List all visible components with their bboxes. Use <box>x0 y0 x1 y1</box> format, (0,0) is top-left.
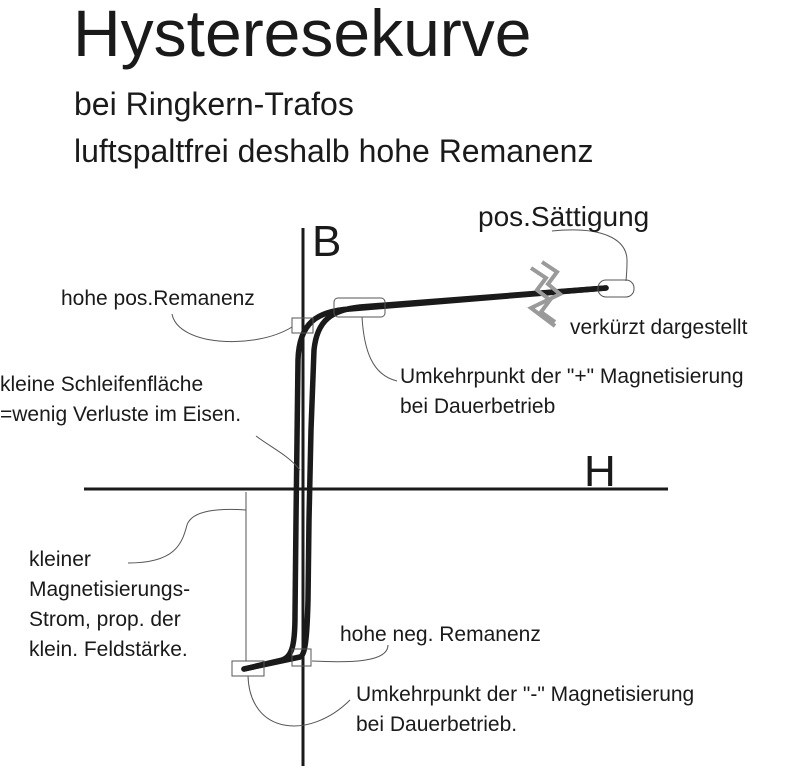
label-shortened: verkürzt dargestellt <box>570 316 748 339</box>
subtitle-line-1: bei Ringkern-Trafos <box>74 86 354 122</box>
label-high-pos-remanence: hohe pos.Remanenz <box>61 287 255 310</box>
leader-reversal-plus <box>361 316 398 382</box>
label-small-loop: kleine Schleifenfläche =wenig Verluste i… <box>0 370 241 430</box>
subtitle-line-2: luftspaltfrei deshalb hohe Remanenz <box>74 133 594 169</box>
label-pos-saturation: pos.Sättigung <box>478 201 650 232</box>
leader-reversal-minus <box>247 675 351 727</box>
marker-reversal-plus <box>333 297 386 318</box>
label-reversal-plus: Umkehrpunkt der "+" Magnetisierung bei D… <box>400 362 744 422</box>
b-axis-label: B <box>312 217 342 266</box>
small-current-line-3: Strom, prop. der <box>29 608 181 631</box>
marker-neg-remanence <box>291 648 312 667</box>
h-axis-label: H <box>584 447 616 496</box>
break-mark-upper <box>529 266 557 324</box>
marker-saturation <box>597 279 635 298</box>
label-high-neg-remanence: hohe neg. Remanenz <box>340 623 541 646</box>
leader-small-loop <box>255 435 301 471</box>
leader-pos-saturation <box>551 229 628 282</box>
reversal-plus-line-2: bei Dauerbetrieb <box>400 395 556 418</box>
break-mark-lower <box>527 260 564 328</box>
label-small-current: kleiner Magnetisierungs- Strom, prop. de… <box>29 545 190 665</box>
small-loop-line-2: =wenig Verluste im Eisen. <box>0 403 242 426</box>
hysteresis-lower-branch <box>241 285 609 672</box>
small-loop-line-1: kleine Schleifenfläche <box>0 373 204 396</box>
page-title: Hysteresekurve <box>73 0 532 70</box>
leader-neg-remanence <box>311 644 389 663</box>
marker-pos-remanence <box>291 317 314 334</box>
reversal-minus-line-1: Umkehrpunkt der "-" Magnetisierung <box>356 683 695 706</box>
leader-small-current <box>127 508 247 564</box>
leader-pos-remanence <box>171 313 293 342</box>
small-current-line-4: klein. Feldstärke. <box>29 638 188 661</box>
label-reversal-minus: Umkehrpunkt der "-" Magnetisierung bei D… <box>356 680 694 740</box>
reversal-minus-line-2: bei Dauerbetrieb. <box>356 713 518 736</box>
small-current-line-2: Magnetisierungs- <box>29 578 191 601</box>
small-current-line-1: kleiner <box>29 548 91 571</box>
reversal-plus-line-1: Umkehrpunkt der "+" Magnetisierung <box>400 365 744 388</box>
